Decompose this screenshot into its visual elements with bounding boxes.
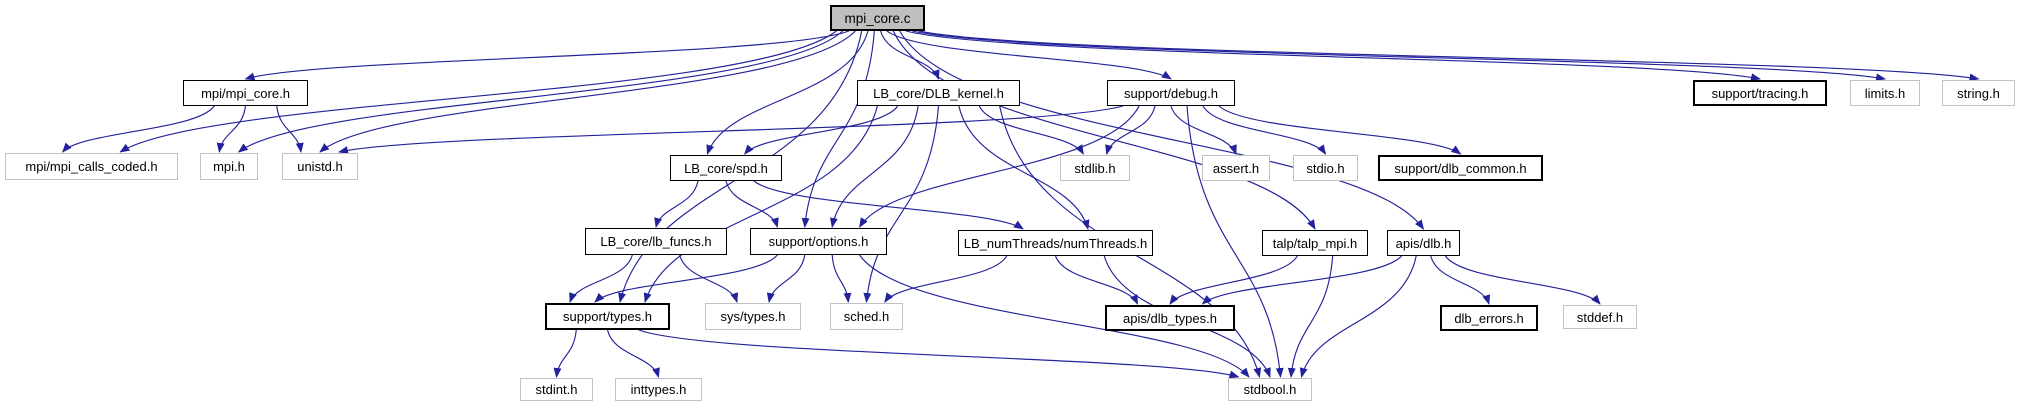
include-edge-mpi_core_c-to-unistd [319, 30, 856, 153]
include-edge-dlb_kernel-to-sched [863, 105, 940, 303]
include-edge-dlb-to-stddef [1444, 255, 1601, 305]
include-edge-mpi_mpi_core_h-to-unistd [276, 105, 304, 153]
include-edge-mpi_core_c-to-options [801, 30, 875, 228]
include-edge-mpi_mpi_core_h-to-mpi_h [216, 105, 247, 153]
graph-node-mpi-core-c[interactable]: mpi_core.c [830, 5, 925, 31]
include-edge-options-to-types [594, 254, 778, 303]
graph-node-debug[interactable]: support/debug.h [1107, 80, 1235, 106]
graph-node-dlb-common[interactable]: support/dlb_common.h [1378, 155, 1543, 181]
include-edge-mpi_core_c-to-mpi_mpi_core_h [244, 30, 850, 81]
graph-node-spd[interactable]: LB_core/spd.h [670, 155, 782, 181]
include-edge-debug-to-stdlib [1105, 105, 1156, 155]
graph-node-mpi-h: mpi.h [200, 153, 258, 180]
graph-node-stdint: stdint.h [520, 378, 593, 401]
include-edge-mpi_core_c-to-debug [886, 30, 1172, 80]
include-edge-mpi_core_c-to-calls_coded [119, 30, 837, 153]
include-edge-dlb-to-stdbool [1299, 255, 1417, 378]
include-edge-debug-to-assert [1170, 105, 1237, 155]
include-edge-debug-to-options [859, 105, 1140, 228]
graph-node-lb-funcs[interactable]: LB_core/lb_funcs.h [585, 228, 727, 255]
include-edge-dlb-to-dlb_types [1201, 255, 1403, 305]
graph-node-stddef: stddef.h [1563, 305, 1637, 329]
include-edge-options-to-sys_types [766, 254, 806, 303]
include-edge-mpi_mpi_core_h-to-calls_coded [62, 105, 215, 153]
include-edge-talp_mpi-to-stdbool [1287, 255, 1334, 378]
graph-node-types[interactable]: support/types.h [545, 303, 670, 330]
include-edge-mpi_core_c-to-dlb_kernel [880, 30, 940, 80]
graph-node-limits: limits.h [1850, 80, 1920, 106]
include-edge-types-to-inttypes [606, 329, 660, 378]
graph-node-calls-coded: mpi/mpi_calls_coded.h [5, 153, 178, 180]
graph-node-options[interactable]: support/options.h [750, 228, 887, 255]
include-edge-lb_funcs-to-types [569, 254, 633, 303]
graph-node-unistd: unistd.h [282, 153, 358, 180]
graph-node-tracing[interactable]: support/tracing.h [1693, 80, 1827, 106]
graph-node-string: string.h [1942, 80, 2015, 106]
graph-node-stdbool: stdbool.h [1228, 378, 1312, 401]
graph-node-assert: assert.h [1202, 155, 1270, 181]
graph-node-inttypes: inttypes.h [615, 378, 702, 401]
graph-node-stdlib: stdlib.h [1060, 155, 1130, 181]
include-edge-mpi_core_c-to-talp_mpi [892, 30, 1316, 230]
include-edge-options-to-stdbool [859, 254, 1250, 378]
include-edge-talp_mpi-to-dlb_types [1169, 255, 1298, 305]
include-edge-spd-to-options [725, 180, 779, 228]
include-edge-dlb_kernel-to-spd [744, 105, 899, 155]
include-edge-mpi_core_c-to-spd [706, 30, 869, 155]
include-edge-debug-to-stdbool [1186, 105, 1284, 378]
include-edge-debug-to-dlb_common [1218, 105, 1462, 155]
include-edge-options-to-sched [831, 254, 852, 303]
include-edge-spd-to-numthreads [753, 180, 1024, 230]
include-edge-debug-to-unistd [338, 105, 1124, 154]
include-edge-numthreads-to-dlb_types [1054, 255, 1139, 305]
graph-node-dlb-errors[interactable]: dlb_errors.h [1440, 305, 1538, 331]
include-edge-types-to-stdbool [638, 329, 1240, 379]
graph-node-talp-mpi[interactable]: talp/talp_mpi.h [1262, 230, 1368, 256]
include-edge-dlb-to-dlb_errors [1430, 255, 1491, 305]
include-edge-mpi_core_c-to-tracing [905, 30, 1761, 82]
graph-node-mpi-mpi-core-h[interactable]: mpi/mpi_core.h [183, 80, 308, 106]
graph-node-stdio: stdio.h [1293, 155, 1358, 181]
include-edge-spd-to-lb_funcs [654, 180, 699, 228]
include-edge-mpi_core_c-to-dlb [899, 30, 1425, 230]
graph-node-sys-types: sys/types.h [705, 303, 801, 330]
include-edge-types-to-stdint [553, 329, 577, 378]
include-edge-mpi_core_c-to-limits [912, 30, 1886, 82]
include-edge-lb_funcs-to-sys_types [679, 254, 739, 303]
graph-node-dlb-kernel[interactable]: LB_core/DLB_kernel.h [857, 80, 1020, 106]
graph-node-dlb-types[interactable]: apis/dlb_types.h [1105, 305, 1235, 331]
graph-node-numthreads[interactable]: LB_numThreads/numThreads.h [958, 230, 1153, 256]
graph-node-dlb[interactable]: apis/dlb.h [1387, 230, 1460, 256]
include-edge-debug-to-stdio [1202, 105, 1327, 155]
include-edge-dlb_kernel-to-stdlib [978, 105, 1084, 155]
include-edge-mpi_core_c-to-string [918, 30, 1980, 82]
include-edge-dlb_kernel-to-options [829, 105, 919, 228]
include-edge-mpi_core_c-to-mpi_h [237, 30, 844, 153]
include-edge-dlb_kernel-to-numthreads [958, 105, 1090, 230]
graph-node-sched: sched.h [830, 303, 903, 330]
include-edge-numthreads-to-sched [884, 255, 1008, 303]
